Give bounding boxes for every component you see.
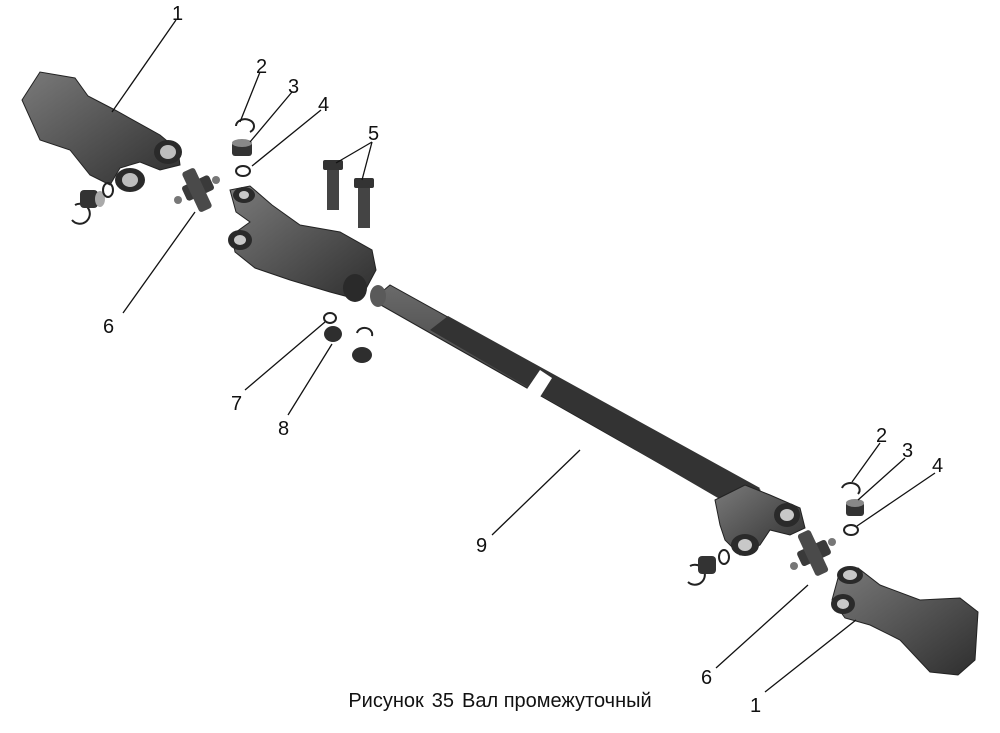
- callouts: 1 2 3 4 5 6 7 8 9 2 3 4 6 1: [103, 3, 943, 717]
- caption-title: Вал промежуточный: [462, 690, 652, 712]
- snap-ring-2-bottom: [841, 481, 861, 495]
- intermediate-shaft: [370, 284, 761, 513]
- seal-ring-4-top: [235, 165, 251, 177]
- callout-1-bottom: 1: [750, 695, 761, 717]
- callout-8: 8: [278, 418, 289, 440]
- lock-ring-7b: [356, 326, 374, 337]
- callout-9: 9: [476, 535, 487, 557]
- callout-2-top: 2: [256, 56, 267, 78]
- callout-4-top: 4: [318, 94, 329, 116]
- figure-caption: Рисунок 35 Вал промежуточный: [0, 690, 1000, 713]
- cross-spider-bottom: [790, 530, 836, 576]
- callout-3-bottom: 3: [902, 440, 913, 462]
- bearing-cup-bottom-left: [698, 556, 716, 574]
- nut-8b: [352, 347, 372, 363]
- slip-yoke: [228, 185, 377, 302]
- leader-lines: [111, 19, 936, 693]
- callout-4-bottom: 4: [932, 455, 943, 477]
- caption-figure-number: 35: [431, 690, 455, 712]
- bolt-5-left: [323, 160, 343, 210]
- caption-figure-word: Рисунок: [348, 690, 424, 712]
- shaft-end-yoke: [714, 484, 806, 556]
- snap-ring-2-top: [235, 118, 255, 133]
- seal-ring-left-top: [102, 182, 114, 198]
- lock-ring-7: [323, 312, 337, 324]
- seal-ring-4-bottom: [843, 524, 859, 536]
- callout-6-top: 6: [103, 316, 114, 338]
- cross-spider-top: [174, 168, 220, 212]
- flange-yoke-top: [21, 71, 182, 192]
- callout-6-bottom: 6: [701, 667, 712, 689]
- nut-8: [324, 326, 342, 342]
- snap-ring-bottom-left: [687, 563, 706, 586]
- seal-ring-bottom-left: [718, 549, 730, 565]
- bearing-cup-left: [80, 190, 105, 208]
- bolt-5-right: [354, 178, 374, 228]
- flange-yoke-bottom: [831, 566, 979, 676]
- callout-7: 7: [231, 393, 242, 415]
- bearing-cap-3-top: [232, 139, 252, 156]
- callout-3-top: 3: [288, 76, 299, 98]
- callout-2-bottom: 2: [876, 425, 887, 447]
- callout-1-top: 1: [172, 3, 183, 25]
- bearing-cap-3-bottom: [846, 499, 864, 516]
- callout-5: 5: [368, 123, 379, 145]
